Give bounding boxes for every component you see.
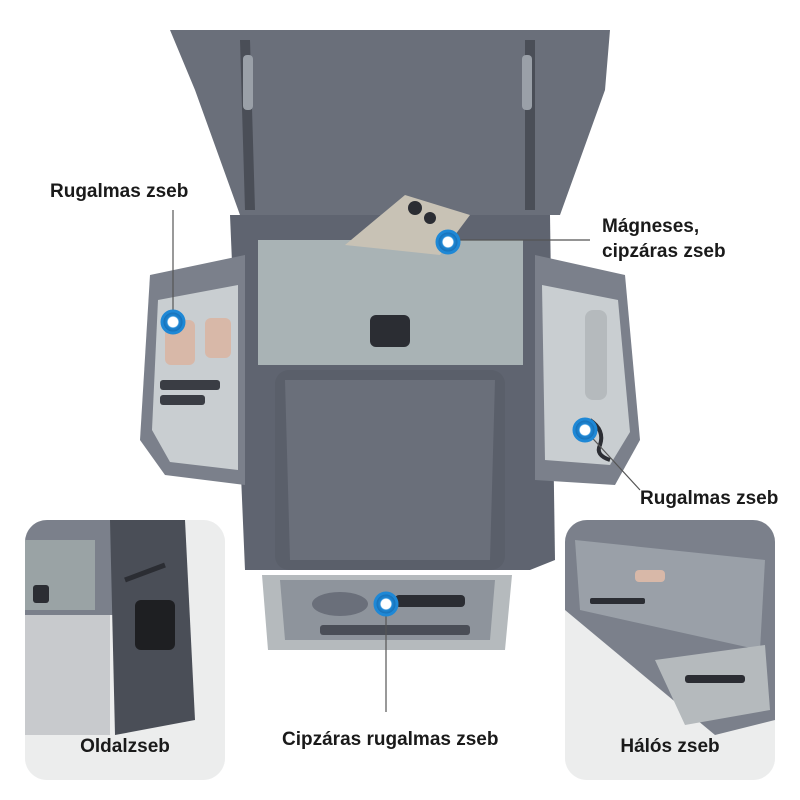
label-right-elastic: Rugalmas zseb bbox=[640, 488, 779, 509]
label-bottom-zip-elastic: Cipzáras rugalmas zseb bbox=[282, 729, 499, 750]
inset-side-pocket: Oldalzseb bbox=[25, 520, 225, 780]
zipper-pull-right bbox=[522, 55, 532, 110]
marker-right-elastic bbox=[572, 417, 598, 443]
inset-side-pocket-image bbox=[25, 520, 225, 780]
inset-mesh-pocket-image bbox=[565, 520, 775, 780]
marker-magnetic bbox=[435, 229, 461, 255]
marker-bottom-elastic bbox=[373, 591, 399, 617]
label-side-pocket: Oldalzseb bbox=[80, 736, 170, 757]
label-magnetic-line1: Mágneses, bbox=[602, 216, 700, 237]
inset-mesh-pocket: Hálós zseb bbox=[565, 520, 775, 780]
backpack-top-flap bbox=[170, 30, 610, 215]
marker-left-elastic bbox=[160, 309, 186, 335]
label-left-elastic: Rugalmas zseb bbox=[50, 181, 189, 202]
label-mesh-pocket: Hálós zseb bbox=[620, 736, 720, 757]
zipper-pull-left bbox=[243, 55, 253, 110]
label-magnetic-line2: cipzáras zseb bbox=[602, 241, 726, 262]
